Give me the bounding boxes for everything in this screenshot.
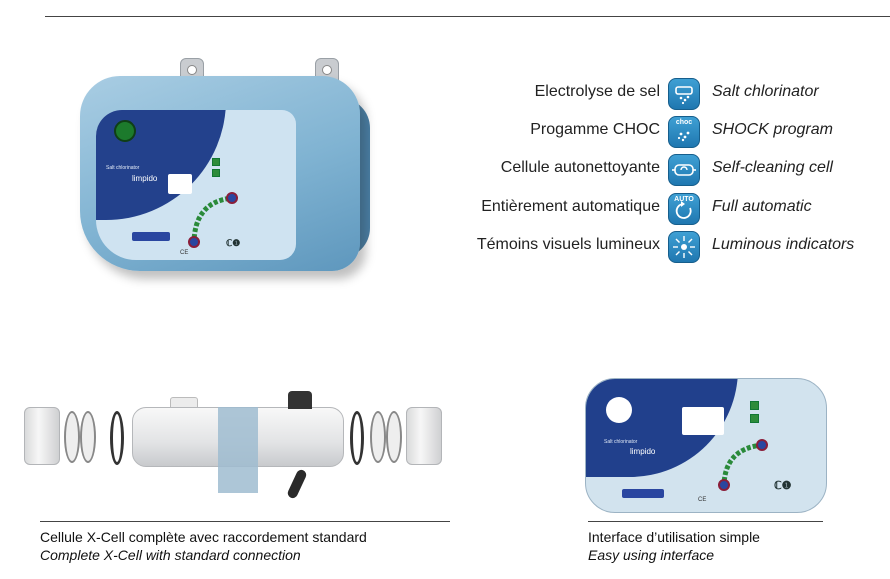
self-cleaning-cell-icon [668, 154, 700, 186]
feature-self-cleaning-cell: Cellule autonettoyante Self-cleaning cel… [430, 154, 890, 186]
auto-icon-text: AUTO [674, 196, 694, 203]
caption-rule [40, 521, 450, 522]
feature-full-automatic: Entièrement automatique AUTO Full automa… [430, 193, 890, 225]
shock-icon-text: choc [675, 119, 693, 126]
interface-led-arc [718, 439, 768, 491]
feature-luminous-indicators: Témoins visuels lumineux Luminous indica… [430, 231, 890, 263]
device-control-panel: Salt chlorinator limpido CE ℂ❶ [96, 110, 296, 260]
top-divider [45, 16, 890, 17]
interface-switch [682, 407, 724, 435]
cell-cable [286, 468, 308, 500]
adapter-ring-left-2 [80, 411, 96, 463]
caption-x-cell-en: Complete X-Cell with standard connection [40, 547, 301, 563]
interface-panel-image: Salt chlorinator limpido CE ℂ❶ [585, 378, 827, 513]
adapter-ring-right [370, 411, 386, 463]
device-brand-label: limpido [132, 174, 158, 183]
interface-ce-mark: CE [698, 497, 707, 503]
caption-x-cell-fr: Cellule X-Cell complète avec raccordemen… [40, 529, 367, 545]
feature-salt-chlorinator: Electrolyse de sel Salt chlorinator [430, 78, 890, 110]
interface-leds [750, 401, 760, 423]
device-switch [168, 174, 192, 194]
caption-rule [588, 521, 823, 522]
led-arc-indicator [188, 192, 238, 248]
interface-display-circle [606, 397, 632, 423]
luminous-indicators-icon [668, 231, 700, 263]
union-nut-left [24, 407, 60, 465]
device-c-symbol: ℂ❶ [226, 238, 241, 248]
feature-label-en: Full automatic [712, 198, 812, 215]
o-ring-right [350, 411, 364, 465]
device-leds [212, 158, 220, 177]
cell-band [218, 407, 258, 493]
caption-x-cell: Cellule X-Cell complète avec raccordemen… [40, 521, 450, 571]
pump-indicator [132, 232, 170, 241]
feature-label-en: Self-cleaning cell [712, 159, 833, 176]
shock-program-icon: choc [668, 116, 700, 148]
chlorinator-device-image: Salt chlorinator limpido CE ℂ❶ [80, 58, 380, 278]
cell-cap [288, 391, 312, 409]
caption-interface-fr: Interface d’utilisation simple [588, 529, 760, 545]
interface-pump-indicator [622, 489, 664, 498]
feature-label-en: Luminous indicators [712, 236, 855, 253]
feature-label-fr: Entièrement automatique [481, 198, 660, 215]
caption-interface: Interface d’utilisation simple Easy usin… [588, 521, 823, 571]
feature-label-fr: Progamme CHOC [530, 121, 660, 138]
interface-label-small: Salt chlorinator [604, 439, 638, 445]
ce-mark: CE [180, 250, 189, 256]
x-cell-image [20, 385, 460, 505]
salt-chlorinator-icon [668, 78, 700, 110]
feature-label-fr: Electrolyse de sel [534, 83, 660, 100]
feature-label-en: Salt chlorinator [712, 83, 819, 100]
feature-label-fr: Cellule autonettoyante [500, 159, 660, 176]
full-automatic-icon: AUTO [668, 193, 700, 225]
union-nut-right [406, 407, 442, 465]
o-ring-left [110, 411, 124, 465]
device-label-small: Salt chlorinator [106, 165, 140, 171]
adapter-ring-right-2 [386, 411, 402, 463]
adapter-ring-left [64, 411, 80, 463]
device-body: Salt chlorinator limpido CE ℂ❶ [80, 76, 360, 271]
caption-interface-en: Easy using interface [588, 547, 715, 563]
interface-brand-label: limpido [630, 447, 656, 456]
feature-shock-program: Progamme CHOC choc SHOCK program [430, 116, 890, 148]
feature-label-en: SHOCK program [712, 121, 833, 138]
interface-c-symbol: ℂ❶ [774, 480, 792, 492]
power-button [114, 120, 136, 142]
feature-label-fr: Témoins visuels lumineux [476, 236, 660, 253]
